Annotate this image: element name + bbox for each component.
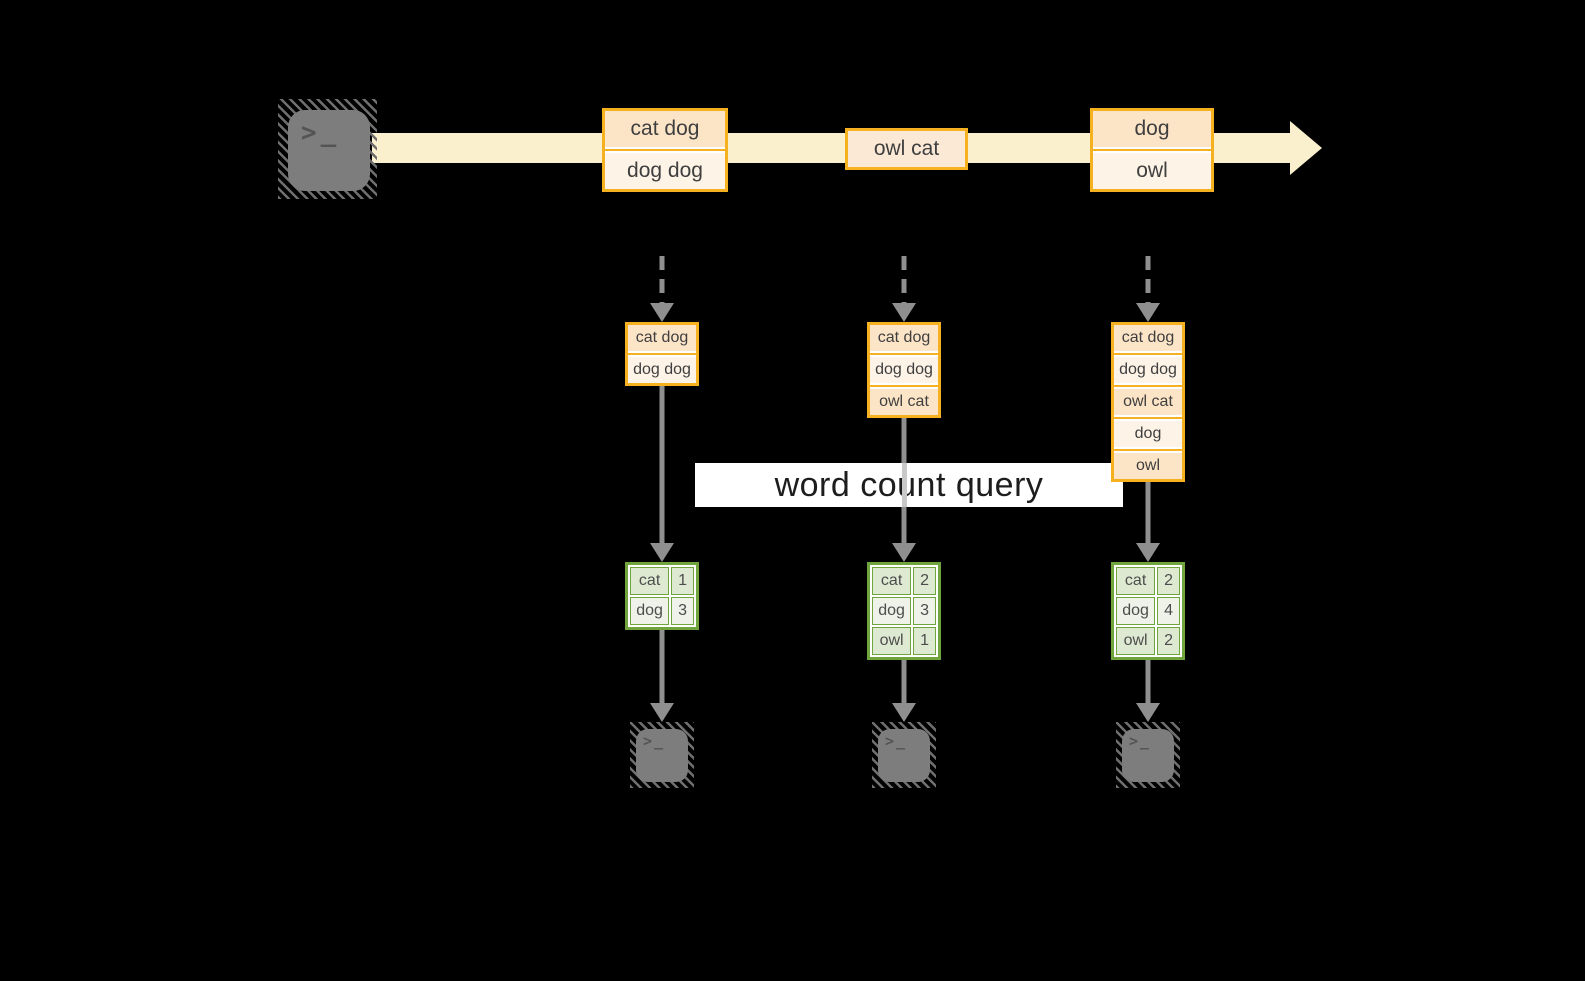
stack-cell: owl [1114,453,1182,479]
line-through-banner [902,463,907,507]
buffer-stack-3: cat dog dog dog owl cat dog owl [1111,322,1185,482]
terminal-body: >_ [878,729,930,782]
count-table-2: cat 2 dog 3 owl 1 [867,562,941,660]
stack-cell: dog [1114,421,1182,447]
word-cell: dog [872,597,912,625]
word-cell: owl [1116,627,1156,655]
word-cell: cat [1116,567,1156,595]
cell-divider [628,351,696,357]
table-row: owl 2 [1116,627,1180,655]
buffer-stack-2: cat dog dog dog owl cat [867,322,941,418]
table-row: cat 2 [1116,567,1180,595]
count-table-3: cat 2 dog 4 owl 2 [1111,562,1185,660]
dashed-arrowhead-col3-icon [1136,303,1160,322]
buffer-stack-1: cat dog dog dog [625,322,699,386]
count-cell: 2 [1157,567,1180,595]
event-cell: dog [1093,111,1211,147]
table-row: cat 2 [872,567,936,595]
timeline-arrowhead-icon [1290,121,1322,175]
cell-divider [1114,447,1182,453]
table-arrowhead-col3-icon [1136,543,1160,562]
word-cell: cat [630,567,670,595]
cell-divider [1114,383,1182,389]
table-row: cat 1 [630,567,694,595]
event-cell: dog dog [605,153,725,189]
stack-cell: dog dog [1114,357,1182,383]
count-cell: 1 [913,627,936,655]
event-cell: owl [1093,153,1211,189]
cell-divider [870,383,938,389]
table-row: dog 3 [872,597,936,625]
event-cell: cat dog [605,111,725,147]
sink-arrowhead-col2-icon [892,703,916,722]
word-cell: owl [872,627,912,655]
terminal-body: >_ [288,110,370,191]
stack-cell: owl cat [1114,389,1182,415]
terminal-prompt-icon: >_ [301,118,341,148]
query-banner-label: word count query [774,465,1044,504]
stack-cell: cat dog [870,325,938,351]
terminal-body: >_ [636,729,688,782]
cell-divider [870,351,938,357]
stack-cell: dog dog [870,357,938,383]
count-cell: 2 [913,567,936,595]
terminal-body: >_ [1122,729,1174,782]
stack-cell: cat dog [628,325,696,351]
sink-terminal-icon-1: >_ [630,722,694,788]
count-cell: 2 [1157,627,1180,655]
word-cell: dog [630,597,670,625]
table-row: dog 3 [630,597,694,625]
event-box-2: owl cat [845,128,968,170]
table-row: dog 4 [1116,597,1180,625]
word-cell: dog [1116,597,1156,625]
cell-divider [1114,351,1182,357]
terminal-prompt-icon: >_ [643,732,666,750]
sink-arrowhead-col1-icon [650,703,674,722]
word-cell: cat [872,567,912,595]
count-cell: 3 [671,597,694,625]
stack-cell: cat dog [1114,325,1182,351]
sink-terminal-icon-3: >_ [1116,722,1180,788]
query-banner: word count query [695,463,1123,507]
table-arrowhead-col2-icon [892,543,916,562]
count-cell: 1 [671,567,694,595]
table-row: owl 1 [872,627,936,655]
stack-cell: owl cat [870,389,938,415]
terminal-prompt-icon: >_ [1129,732,1152,750]
sink-arrowhead-col3-icon [1136,703,1160,722]
cell-divider [1093,147,1211,153]
count-cell: 4 [1157,597,1180,625]
dashed-arrowhead-col2-icon [892,303,916,322]
dashed-arrowhead-col1-icon [650,303,674,322]
cell-divider [605,147,725,153]
source-terminal-icon: >_ [278,99,377,199]
event-cell: owl cat [848,131,965,167]
terminal-prompt-icon: >_ [885,732,908,750]
cell-divider [1114,415,1182,421]
event-box-1: cat dog dog dog [602,108,728,192]
count-cell: 3 [913,597,936,625]
count-table-1: cat 1 dog 3 [625,562,699,630]
table-arrowhead-col1-icon [650,543,674,562]
sink-terminal-icon-2: >_ [872,722,936,788]
event-box-3: dog owl [1090,108,1214,192]
stack-cell: dog dog [628,357,696,383]
